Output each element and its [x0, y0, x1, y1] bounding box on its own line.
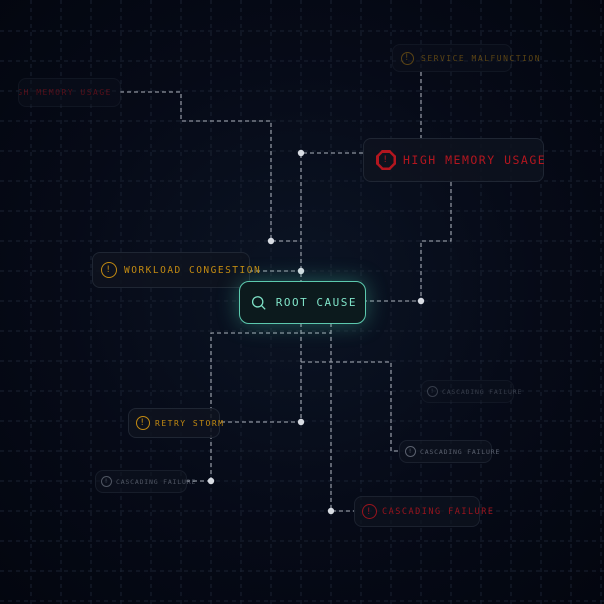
node-workload-congestion[interactable]: ! WORKLOAD CONGESTION: [92, 252, 260, 288]
connector: [120, 91, 301, 242]
junction-dot: [207, 477, 215, 485]
connector: [219, 323, 302, 423]
node-label: CASCADING FAILURE: [442, 387, 523, 396]
node-label: SERVICE MALFUNCTION: [421, 53, 542, 63]
junction-dot: [327, 507, 335, 515]
junction-dot: [297, 267, 305, 275]
node-service-malfunction[interactable]: ! SERVICE MALFUNCTION: [392, 44, 540, 72]
node-label: ROOT CAUSE: [275, 296, 357, 309]
junction-dot: [297, 418, 305, 426]
node-label: WORKLOAD CONGESTION: [124, 264, 262, 276]
junction-dot: [417, 297, 425, 305]
alert-icon: !: [362, 504, 377, 519]
node-high-memory-usage[interactable]: ! HIGH MEMORY USAGE: [363, 138, 547, 182]
junction-dot: [297, 149, 305, 157]
node-label: CASCADING FAILURE: [420, 447, 501, 456]
node-retry-storm[interactable]: ! RETRY STORM: [128, 408, 223, 438]
alert-icon: !: [401, 51, 414, 65]
connector: [330, 323, 354, 512]
node-label: HIGH MEMORY USAGE: [18, 88, 112, 97]
node-label: HIGH MEMORY USAGE: [403, 153, 547, 167]
node-label: CASCADING FAILURE: [382, 506, 495, 517]
alert-icon: !: [101, 476, 112, 487]
alert-icon: !: [405, 446, 416, 457]
alert-octagon-icon: !: [376, 150, 396, 170]
alert-icon: !: [101, 262, 117, 278]
node-label: CASCADING FAILURE: [116, 477, 197, 486]
node-high-memory-faded[interactable]: HIGH MEMORY USAGE: [18, 78, 121, 107]
junction-dot: [267, 237, 275, 245]
node-cascading-failure-critical[interactable]: ! CASCADING FAILURE: [354, 496, 493, 527]
alert-icon: !: [427, 386, 438, 397]
node-cascading-failure[interactable]: ! CASCADING FAILURE: [399, 440, 499, 463]
search-icon: [251, 295, 266, 310]
root-cause-node[interactable]: ROOT CAUSE: [239, 281, 366, 324]
connector: [300, 152, 363, 281]
alert-icon: !: [136, 416, 150, 430]
node-cascading-failure[interactable]: ! CASCADING FAILURE: [95, 470, 195, 493]
node-cascading-failure[interactable]: ! CASCADING FAILURE: [421, 380, 521, 403]
connector: [301, 361, 399, 452]
node-label: RETRY STORM: [155, 418, 225, 428]
junctions: [207, 149, 425, 515]
